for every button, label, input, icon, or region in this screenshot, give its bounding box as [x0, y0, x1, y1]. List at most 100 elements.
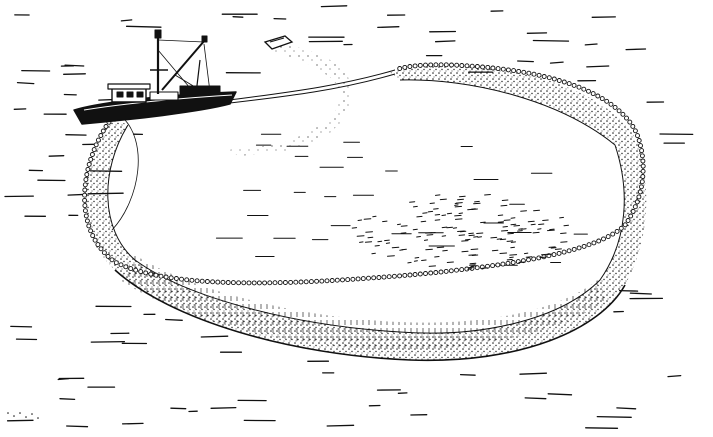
float-cork	[103, 124, 109, 129]
fish-dash	[434, 256, 440, 258]
fish-dash	[454, 202, 459, 205]
float-cork	[288, 279, 294, 285]
fish-dash	[501, 230, 509, 232]
float-cork	[355, 276, 361, 282]
water-stroke	[326, 424, 355, 427]
fish-dash	[468, 232, 474, 235]
fish-dash	[471, 265, 477, 267]
fish-dash	[524, 252, 529, 255]
water-stroke	[616, 407, 637, 410]
fish-dash	[477, 236, 482, 238]
float-cork	[86, 223, 92, 229]
float-cork	[88, 156, 94, 162]
float-cork	[251, 280, 257, 286]
float-cork	[618, 225, 624, 231]
float-cork	[179, 276, 184, 282]
net-bottom-edge	[114, 269, 626, 362]
float-cork	[521, 69, 527, 75]
float-cork	[590, 91, 596, 97]
fish-dash	[499, 238, 507, 241]
float-cork	[576, 245, 582, 251]
float-cork	[480, 64, 486, 70]
float-cork	[634, 199, 640, 205]
fish-dash	[425, 248, 433, 251]
fish-dash	[413, 205, 418, 208]
water-stroke	[549, 61, 564, 64]
float-cork	[612, 104, 618, 110]
float-cork	[376, 275, 382, 280]
fish-dash	[520, 228, 527, 230]
float-cork	[381, 274, 387, 280]
float-cork	[329, 278, 335, 283]
float-cork	[566, 248, 572, 254]
fish-dash	[497, 221, 504, 223]
float-cork	[454, 267, 459, 273]
float-cork	[85, 166, 91, 172]
water-stroke	[125, 25, 162, 28]
tow-lines	[111, 69, 396, 231]
fish-dash	[357, 219, 363, 221]
float-cork	[601, 236, 606, 242]
fish-dash	[465, 238, 471, 241]
fish-dash	[547, 229, 555, 232]
fish-dash	[469, 264, 476, 266]
float-cork	[620, 111, 626, 117]
fish-dash	[391, 246, 400, 249]
fish-dash	[560, 232, 567, 234]
float-cork	[189, 277, 195, 283]
fish-dash	[455, 218, 463, 220]
fish-dash	[520, 210, 527, 212]
fish-dash	[560, 241, 568, 243]
float-cork	[113, 260, 119, 266]
float-cork	[230, 280, 236, 286]
float-cork	[350, 276, 356, 282]
float-cork	[561, 249, 567, 255]
fish-dash	[476, 232, 484, 234]
float-cork	[199, 278, 205, 284]
float-cork	[630, 208, 636, 214]
float-cork	[627, 119, 633, 125]
fish-school	[351, 194, 569, 270]
float-cork	[443, 268, 449, 274]
float-cork	[566, 81, 572, 87]
float-cork	[423, 62, 428, 68]
water-stroke	[532, 39, 570, 42]
water-stroke	[547, 393, 573, 396]
float-cork	[485, 64, 491, 70]
float-cork	[551, 76, 557, 82]
float-cork	[625, 218, 631, 223]
float-cork	[459, 267, 465, 273]
fish-dash	[452, 227, 458, 229]
fish-dash	[527, 220, 535, 223]
float-cork	[438, 62, 444, 68]
float-cork	[448, 268, 454, 274]
float-cork	[632, 128, 638, 134]
fish-dash	[371, 252, 376, 255]
fish-dash	[425, 232, 433, 234]
fish-dash	[537, 228, 542, 230]
float-cork	[91, 147, 97, 153]
float-cork	[314, 278, 320, 284]
float-cork	[541, 74, 547, 79]
float-cork	[438, 269, 444, 275]
fish-dash	[538, 223, 545, 225]
float-cork	[308, 279, 314, 285]
water-stroke	[618, 289, 639, 292]
water-stroke	[210, 406, 237, 409]
float-cork	[637, 189, 643, 195]
fish-dash	[399, 249, 404, 251]
fish-dash	[441, 235, 447, 237]
float-cork	[581, 243, 587, 249]
float-cork	[184, 277, 190, 283]
float-cork	[511, 68, 517, 74]
fish-dash	[384, 239, 390, 242]
float-cork	[148, 271, 154, 277]
float-cork	[628, 213, 634, 219]
float-cork	[371, 275, 377, 281]
float-cork	[210, 279, 216, 285]
water-stroke	[524, 397, 547, 400]
float-cork	[93, 142, 99, 148]
fish-dash	[446, 261, 454, 263]
float-cork	[89, 152, 95, 157]
water-stroke	[519, 372, 548, 375]
